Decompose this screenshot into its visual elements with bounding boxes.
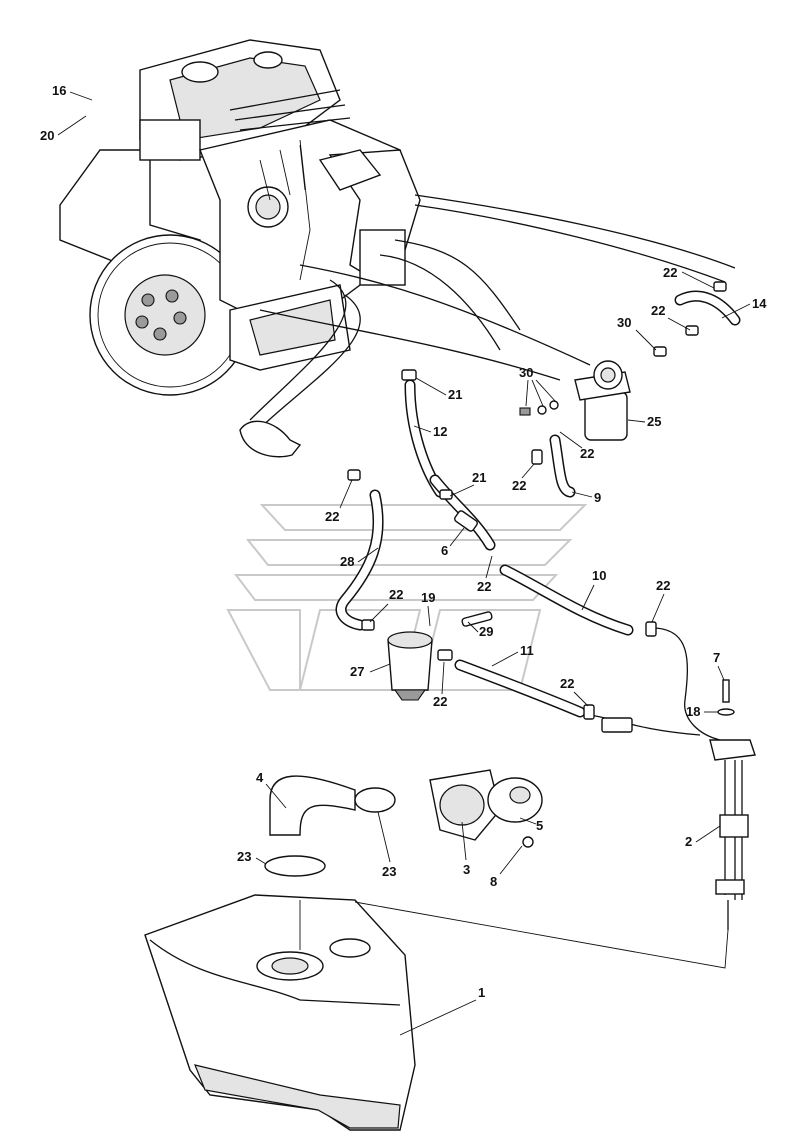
callout-22: 22 [512,478,526,493]
callout-25: 25 [647,414,661,429]
hose-28 [239,420,384,631]
callout-22: 22 [389,587,403,602]
callout-14: 14 [752,296,767,311]
callout-23: 23 [382,864,396,879]
callout-1: 1 [478,985,485,1000]
callout-8: 8 [490,874,497,889]
callout-22: 22 [656,578,670,593]
hose-9 [531,434,576,498]
fuel-tank-1 [144,894,416,1131]
callout-18: 18 [686,704,700,719]
callout-29: 29 [479,624,493,639]
callout-3: 3 [463,862,470,877]
fuel-sender-2 [709,679,756,930]
callout-22: 22 [651,303,665,318]
callout-22: 22 [580,446,594,461]
callout-16: 16 [52,83,66,98]
callout-2: 2 [685,834,692,849]
callout-22: 22 [325,509,339,524]
callout-19: 19 [421,590,435,605]
callout-27: 27 [350,664,364,679]
callout-22: 22 [560,676,574,691]
hose-10 [499,564,721,741]
callout-21: 21 [472,470,486,485]
callout-22: 22 [477,579,491,594]
callout-10: 10 [592,568,606,583]
callout-30: 30 [617,315,631,330]
callout-23: 23 [237,849,251,864]
callout-12: 12 [433,424,447,439]
callout-6: 6 [441,543,448,558]
assembly-lines [299,900,729,969]
callout-4: 4 [256,770,264,785]
hose-11 [454,659,701,736]
return-hose-14 [653,281,741,357]
callout-7: 7 [713,650,720,665]
fuel-filter-25 [519,360,631,441]
connector-6 [429,474,496,551]
callout-20: 20 [40,128,54,143]
water-separator-27 [361,611,493,701]
callout-5: 5 [536,818,543,833]
callout-22: 22 [433,694,447,709]
callout-labels: 16 20 22 14 30 22 30 21 12 25 22 22 9 21… [40,83,767,1036]
fuel-lines [249,194,736,431]
callout-30: 30 [519,365,533,380]
engine-assembly [59,39,421,396]
filler-neck-parts [264,769,543,877]
callout-11: 11 [520,643,534,658]
callout-9: 9 [594,490,601,505]
callout-21: 21 [448,387,462,402]
callout-28: 28 [340,554,354,569]
callout-22: 22 [663,265,677,280]
